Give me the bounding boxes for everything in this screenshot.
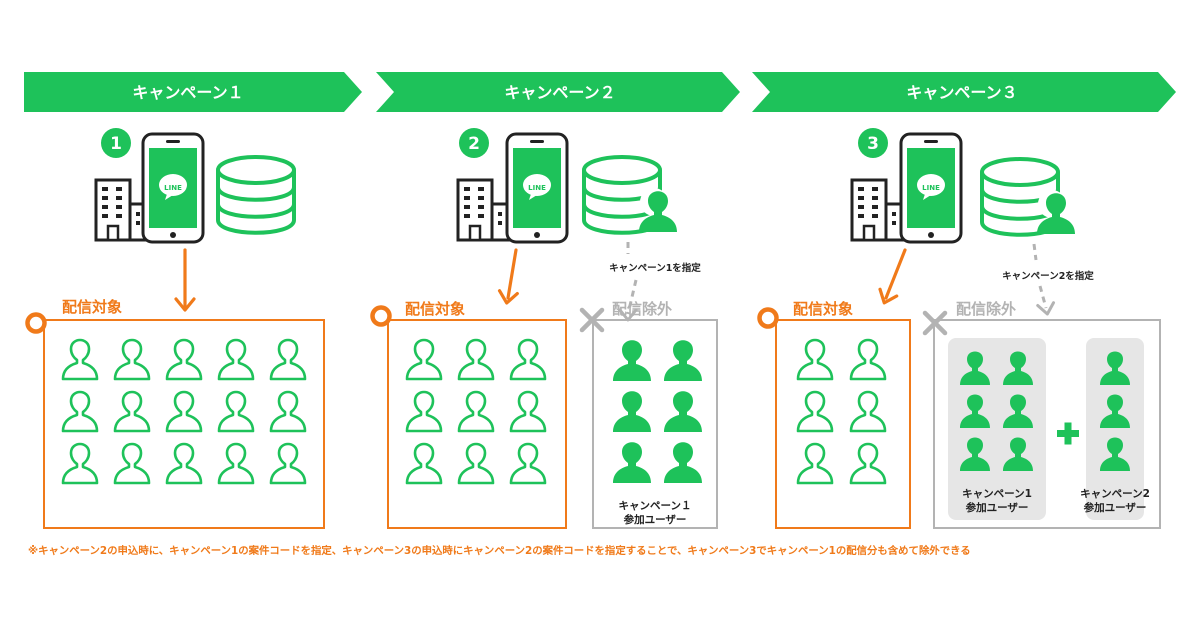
phone-icon: LINE — [141, 132, 205, 244]
user-icon — [217, 390, 255, 433]
phone-icon: LINE — [505, 132, 569, 244]
database-user-icon — [582, 155, 677, 235]
database-user-icon — [980, 157, 1075, 237]
user-icon — [217, 338, 255, 381]
exclude-label-3: 配信除外 — [922, 300, 1016, 336]
banner-campaign-2-label: キャンペーン２ — [504, 83, 615, 102]
plus-icon — [1057, 422, 1079, 445]
exclude-box-2 — [592, 319, 718, 529]
line-logo-text: LINE — [922, 184, 940, 192]
excluded-users-2 — [613, 340, 702, 483]
user-icon — [509, 338, 547, 381]
user-grid-2 — [405, 338, 547, 485]
banner-campaign-1-label: キャンペーン１ — [132, 83, 243, 102]
user-filled-icon — [664, 391, 702, 432]
user-icon — [849, 390, 887, 433]
footnote: ※キャンペーン2の申込時に、キャンペーン1の案件コードを指定、キャンペーン3の申… — [28, 545, 971, 557]
user-icon — [217, 442, 255, 485]
user-icon — [849, 338, 887, 381]
user-icon — [849, 442, 887, 485]
arrow-orange-3 — [874, 248, 907, 308]
group-label-c2-line1: キャンペーン１ — [619, 500, 692, 512]
exclude-label-text-2: 配信除外 — [612, 300, 672, 318]
user-filled-icon — [613, 391, 651, 432]
user-filled-icon — [613, 340, 651, 381]
arrow-gray-3 — [1032, 243, 1057, 317]
group-label-c2-line2: 参加ユーザー — [624, 513, 687, 526]
step-number-2: 2 — [468, 134, 480, 154]
exclude-box-3 — [933, 319, 1161, 529]
target-label-1: 配信対象 — [25, 298, 122, 334]
user-grid-1 — [61, 338, 307, 485]
exclude-label-2: 配信除外 — [579, 300, 672, 333]
database-icon — [216, 155, 296, 235]
step-badge-3: 3 — [858, 128, 888, 158]
exclude-label-text-3: 配信除外 — [956, 300, 1016, 318]
user-grid-3 — [796, 338, 887, 485]
target-label-text-3: 配信対象 — [793, 300, 853, 318]
banner-campaign-2: キャンペーン２ — [376, 72, 740, 112]
step-badge-1: 1 — [101, 128, 131, 158]
line-logo-text: LINE — [528, 184, 546, 192]
target-box-1 — [43, 319, 325, 529]
target-box-2 — [387, 319, 567, 529]
user-icon — [165, 390, 203, 433]
step-number-3: 3 — [867, 134, 879, 154]
banner-campaign-3: キャンペーン３ — [752, 72, 1176, 112]
user-icon — [405, 442, 443, 485]
user-icon — [269, 442, 307, 485]
target-label-text-1: 配信対象 — [62, 298, 122, 316]
arrow-gray-2 — [618, 242, 638, 322]
user-icon — [113, 338, 151, 381]
banner-campaign-3-label: キャンペーン３ — [906, 83, 1017, 102]
group-label-c3b-line2: 参加ユーザー — [1084, 501, 1147, 514]
user-filled-icon — [664, 340, 702, 381]
phone-icon: LINE — [899, 132, 963, 244]
user-icon — [796, 338, 834, 381]
user-icon — [405, 390, 443, 433]
target-label-3: 配信対象 — [757, 300, 853, 329]
group-label-c3b-line1: キャンペーン2 — [1080, 488, 1150, 500]
banner-campaign-1: キャンペーン１ — [24, 72, 362, 112]
user-icon — [796, 442, 834, 485]
user-icon — [796, 390, 834, 433]
user-icon — [509, 442, 547, 485]
spec-label-2: キャンペーン1を指定 — [609, 262, 701, 274]
spec-label-3: キャンペーン2を指定 — [1002, 270, 1094, 282]
user-filled-icon — [613, 442, 651, 483]
group-label-c3a-line1: キャンペーン1 — [962, 488, 1032, 500]
arrow-orange-1 — [174, 248, 196, 312]
user-icon — [61, 338, 99, 381]
step-number-1: 1 — [110, 134, 122, 154]
target-box-3 — [775, 319, 911, 529]
user-icon — [113, 390, 151, 433]
user-icon — [509, 390, 547, 433]
user-icon — [61, 442, 99, 485]
user-icon — [269, 390, 307, 433]
user-icon — [165, 442, 203, 485]
user-icon — [405, 338, 443, 381]
user-icon — [165, 338, 203, 381]
target-label-2: 配信対象 — [370, 300, 465, 327]
user-icon — [457, 442, 495, 485]
user-icon — [457, 390, 495, 433]
step-badge-2: 2 — [459, 128, 489, 158]
target-label-text-2: 配信対象 — [405, 300, 465, 318]
user-icon — [457, 338, 495, 381]
line-logo-text: LINE — [164, 184, 182, 192]
arrow-orange-2 — [496, 248, 519, 306]
group-label-c3a-line2: 参加ユーザー — [966, 501, 1029, 514]
user-icon — [269, 338, 307, 381]
user-icon — [61, 390, 99, 433]
user-filled-icon — [664, 442, 702, 483]
user-icon — [113, 442, 151, 485]
